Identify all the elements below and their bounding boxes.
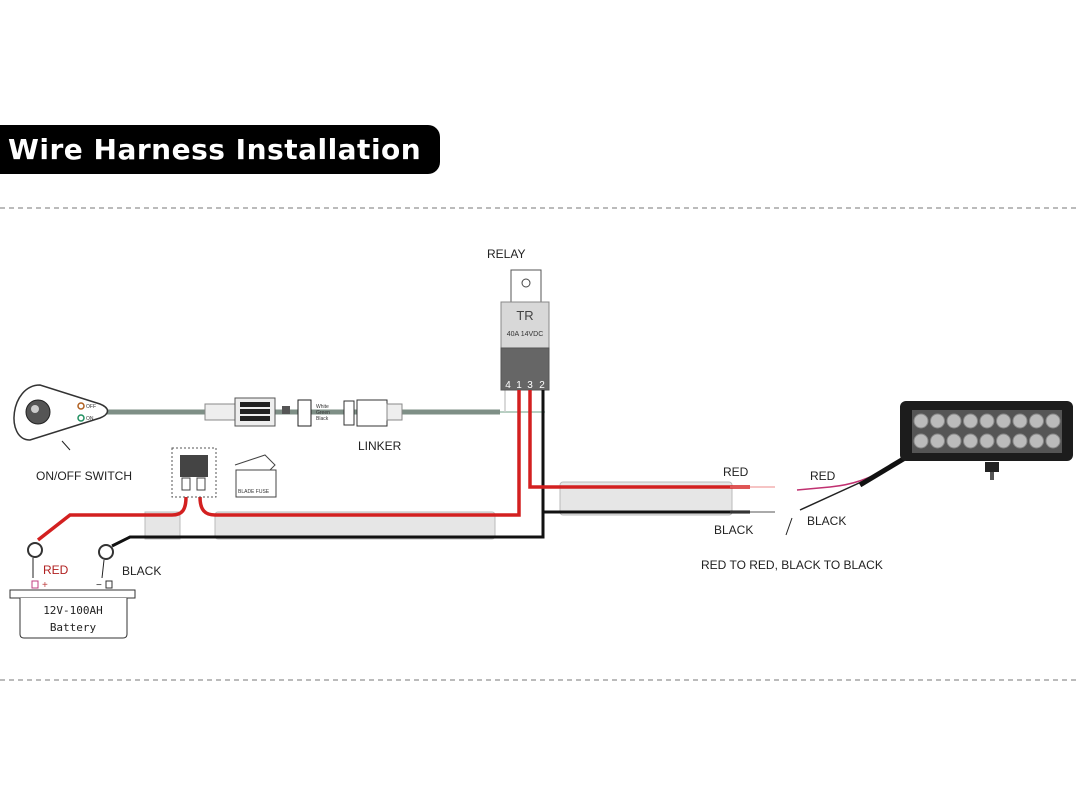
arrow-icon — [785, 517, 793, 536]
led-icon — [1029, 433, 1044, 449]
blade-fuse-label: BLADE FUSE — [238, 489, 270, 495]
led-icon — [1012, 433, 1028, 449]
fuse-icon — [180, 455, 208, 477]
arrow-icon — [61, 440, 71, 451]
battery: + − 12V-100AH Battery — [9, 580, 136, 639]
wire-black-label: Black — [316, 416, 329, 422]
led-icon — [946, 433, 962, 449]
on-led-icon — [77, 414, 85, 422]
arrow-icon — [101, 559, 105, 579]
ring-terminal-negative-icon — [98, 544, 114, 560]
led-icon — [1045, 413, 1061, 429]
light-red-label: RED — [810, 469, 836, 483]
harness-red-label: RED — [723, 465, 749, 479]
sleeve — [559, 481, 733, 516]
plus-sign: + — [42, 580, 48, 591]
led-icon — [979, 433, 995, 449]
fuse-holder — [171, 447, 217, 498]
red-wire-fuse-relay — [198, 390, 521, 517]
linker-label: LINKER — [358, 439, 402, 453]
switch-knob-icon — [25, 399, 51, 425]
battery-model: 12V-100AH — [43, 604, 103, 617]
relay-label: RELAY — [487, 247, 525, 261]
battery-red-label: RED — [43, 563, 69, 577]
battery-black-label: BLACK — [122, 564, 161, 578]
linker-connector: White Green Black — [204, 397, 403, 427]
pin-3: 3 — [527, 380, 533, 391]
led-icon — [996, 413, 1011, 429]
led-icon — [1012, 413, 1028, 429]
light-black-label: BLACK — [807, 514, 846, 528]
led-icon — [930, 433, 945, 449]
red-wire-output — [528, 390, 750, 489]
led-icon — [1045, 433, 1061, 449]
off-label: OFF — [86, 404, 96, 410]
black-wire-battery — [111, 390, 545, 548]
led-icon — [913, 433, 929, 449]
relay: TR 40A 14VDC 4 1 3 2 — [500, 269, 550, 391]
switch-label: ON/OFF SWITCH — [36, 469, 132, 483]
led-icon — [963, 433, 978, 449]
battery-name: Battery — [50, 621, 97, 634]
led-icon — [996, 433, 1011, 449]
pin-2: 2 — [539, 380, 545, 391]
pin-1: 1 — [516, 380, 522, 391]
instruction-text: RED TO RED, BLACK TO BLACK — [701, 558, 883, 572]
harness-black-label: BLACK — [714, 523, 753, 537]
wire-white-label: White — [316, 404, 329, 410]
on-off-switch: OFF ON — [13, 384, 109, 441]
led-icon — [913, 413, 929, 429]
led-icon — [946, 413, 962, 429]
page-title: Wire Harness Installation — [0, 125, 440, 174]
led-light-bar — [900, 401, 1073, 480]
led-icon — [1029, 413, 1044, 429]
sleeve — [214, 511, 496, 540]
minus-sign: − — [96, 580, 102, 591]
pin-4: 4 — [505, 380, 511, 391]
wire-green-label: Green — [316, 410, 330, 416]
relay-brand: TR — [516, 308, 533, 323]
led-icon — [979, 413, 995, 429]
led-icon — [930, 413, 945, 429]
on-label: ON — [86, 416, 94, 422]
blade-fuse-icon: BLADE FUSE — [234, 454, 277, 498]
led-icon — [963, 413, 978, 429]
ring-terminal-positive-icon — [27, 542, 43, 558]
off-led-icon — [77, 402, 85, 410]
relay-rating: 40A 14VDC — [507, 331, 544, 338]
red-wire-battery — [36, 496, 188, 542]
